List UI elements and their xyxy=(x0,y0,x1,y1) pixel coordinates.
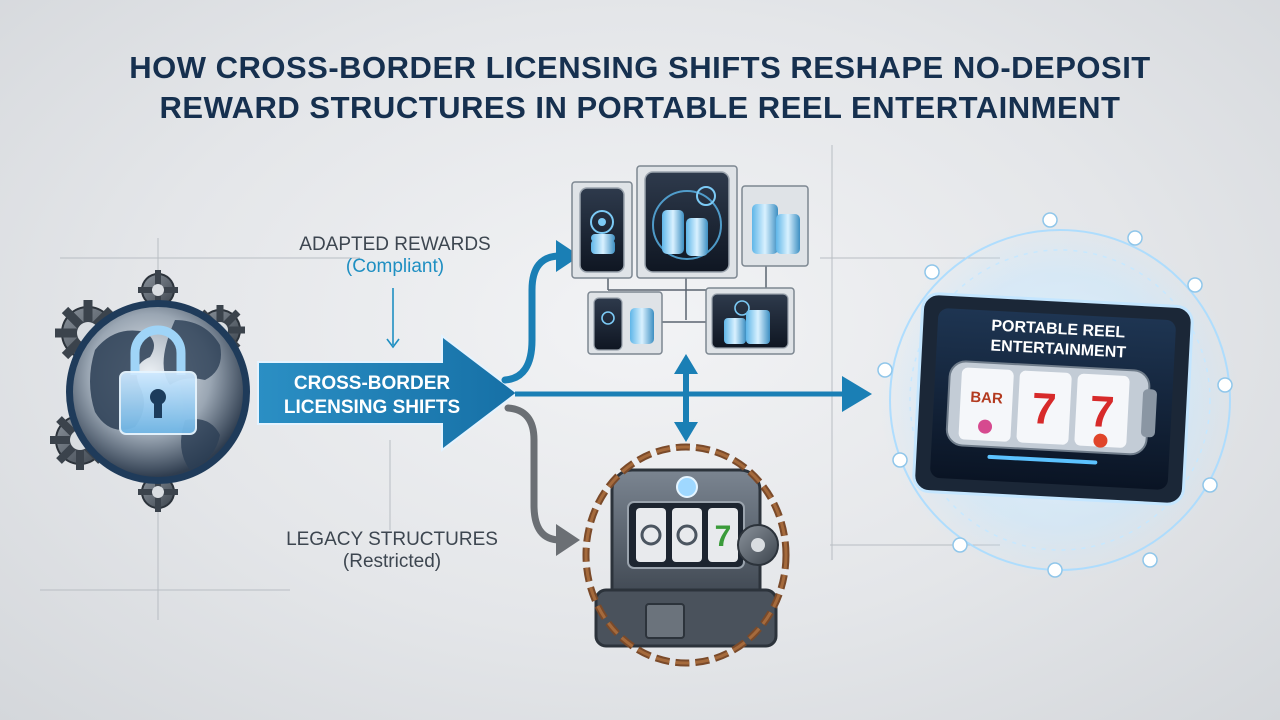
padlock-icon xyxy=(119,325,197,435)
adapted-rewards-title: ADAPTED REWARDS xyxy=(299,234,491,255)
slot-machine-icon: 7 xyxy=(594,468,779,648)
coin-stack-icon xyxy=(662,210,708,256)
reel-seven-2: 7 xyxy=(1088,387,1115,437)
adapted-rewards-label: ADAPTED REWARDS (Compliant) xyxy=(275,234,515,278)
smartphone-icon xyxy=(571,181,633,279)
main-flow-arrowhead xyxy=(842,376,872,412)
coin-stack-icon xyxy=(724,310,770,344)
reel-seven-1: 7 xyxy=(1031,384,1058,434)
legacy-branch-arrow xyxy=(504,404,564,544)
page-title: HOW CROSS-BORDER LICENSING SHIFTS RESHAP… xyxy=(0,48,1280,128)
legacy-structures-title: LEGACY STRUCTURES xyxy=(286,529,498,550)
exchange-double-arrow xyxy=(674,354,698,442)
coin-stack-icon xyxy=(630,308,654,344)
device-cluster xyxy=(571,165,809,355)
restricted-slot-machine: 7 xyxy=(582,443,790,667)
licensing-shift-arrow: CROSS-BORDER LICENSING SHIFTS xyxy=(257,333,519,453)
shift-label-line-2: LICENSING SHIFTS xyxy=(284,397,460,418)
licensing-source-cluster xyxy=(50,270,250,512)
legacy-structures-label: LEGACY STRUCTURES (Restricted) xyxy=(262,529,522,573)
shift-label-line-1: CROSS-BORDER xyxy=(294,373,451,394)
title-line-1: HOW CROSS-BORDER LICENSING SHIFTS RESHAP… xyxy=(129,50,1151,85)
network-nodes xyxy=(877,212,1233,578)
coin-stack-icon xyxy=(741,185,809,267)
coin-stack-icon xyxy=(591,234,615,254)
gear-icon xyxy=(138,270,178,310)
legacy-branch-arrowhead xyxy=(556,524,580,556)
portable-reel-entertainment: PORTABLE REEL ENTERTAINMENT BAR 7 7 xyxy=(877,212,1240,580)
portable-label-line-1: PORTABLE REEL xyxy=(991,318,1126,342)
title-line-2: REWARD STRUCTURES IN PORTABLE REEL ENTER… xyxy=(159,90,1121,125)
adapted-connector xyxy=(386,288,400,349)
restricted-reel-seven: 7 xyxy=(715,520,732,553)
reel-bar-symbol: BAR xyxy=(970,389,1004,408)
adapted-branch-arrowhead xyxy=(556,240,580,272)
slot-machine-icon: BAR 7 7 xyxy=(945,360,1157,465)
adapted-rewards-sub: (Compliant) xyxy=(345,256,445,277)
legacy-structures-sub: (Restricted) xyxy=(342,551,442,572)
chain-icon xyxy=(582,443,790,667)
adapted-branch-arrow xyxy=(501,252,564,384)
gear-icon xyxy=(138,472,178,512)
